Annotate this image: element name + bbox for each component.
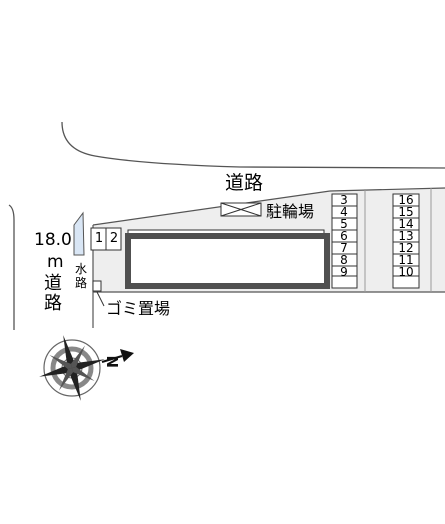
compass-rose [39, 335, 134, 401]
parking-slot-label: 14 [398, 217, 414, 231]
parking-slot-label: 3 [340, 193, 348, 207]
building [125, 233, 330, 289]
bicycle-parking-label: 駐輪場 [266, 202, 315, 221]
waterway-channel [73, 211, 85, 256]
parking-slot-label: 8 [340, 253, 348, 267]
upper-boundary-extension [329, 187, 445, 192]
left-road-edge [8, 204, 15, 330]
parking-slot-label: 1 [94, 231, 104, 246]
parking-column-3-9 [331, 193, 358, 289]
waterway-label: 水路 [74, 262, 87, 290]
road-edge-curve [61, 121, 445, 169]
parking-slot-label: 7 [340, 241, 348, 255]
garbage-area-label: ゴミ置場 [106, 299, 171, 318]
parking-slot-label: 13 [398, 229, 414, 243]
parking-slot-label: 15 [398, 205, 414, 219]
road-left-label: 道路 [44, 273, 62, 314]
site-upper-boundary [92, 190, 331, 226]
parking-slot-label: 5 [340, 217, 348, 231]
parking-slot-label: 4 [340, 205, 348, 219]
parking-slot-label: 16 [398, 193, 414, 207]
parking-slot-label: 11 [398, 253, 414, 267]
parking-column-10-16 [392, 193, 420, 289]
road-width-unit: m [47, 252, 64, 272]
parking-slot-label: 2 [109, 231, 119, 246]
parking-slot-label: 12 [398, 241, 414, 255]
garbage-leader-line [96, 291, 105, 307]
parking-slot-label: 9 [340, 265, 348, 279]
parking-slot-label: 10 [398, 265, 414, 279]
parking-slot-label: 6 [340, 229, 348, 243]
road-top-label: 道路 [225, 172, 264, 194]
road-width-value: 18.0 [34, 230, 72, 250]
compass-north-label: N [104, 355, 122, 368]
garbage-area-box [92, 280, 102, 292]
